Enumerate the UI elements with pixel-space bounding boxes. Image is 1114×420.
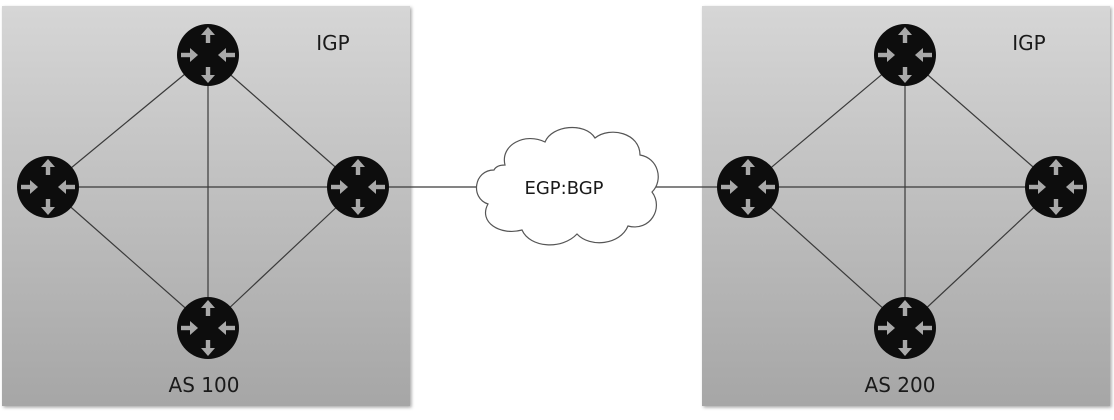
router-icon (177, 297, 239, 359)
cloud-icon (475, 126, 659, 246)
link-top-right (207, 54, 359, 188)
bgp-cloud: EGP:BGP (475, 126, 659, 246)
link-right-bottom (904, 186, 1057, 329)
link-right-bottom (207, 186, 359, 329)
as200-links (747, 54, 1057, 329)
router-icon (17, 156, 79, 218)
cloud-label: EGP:BGP (524, 178, 603, 199)
router-icon (327, 156, 389, 218)
router-icon (1025, 156, 1087, 218)
router-icon (717, 156, 779, 218)
router-icon (874, 24, 936, 86)
link-top-left (47, 54, 209, 188)
router-icon (177, 24, 239, 86)
as100-links (47, 54, 359, 329)
igp-label-as100: IGP (316, 31, 349, 55)
router-icon (874, 297, 936, 359)
link-left-bottom (747, 186, 906, 329)
as-label-as100: AS 100 (169, 373, 240, 397)
link-top-right (904, 54, 1057, 188)
igp-label-as200: IGP (1012, 31, 1045, 55)
link-top-left (747, 54, 906, 188)
link-left-bottom (47, 186, 209, 329)
as-label-as200: AS 200 (865, 373, 936, 397)
